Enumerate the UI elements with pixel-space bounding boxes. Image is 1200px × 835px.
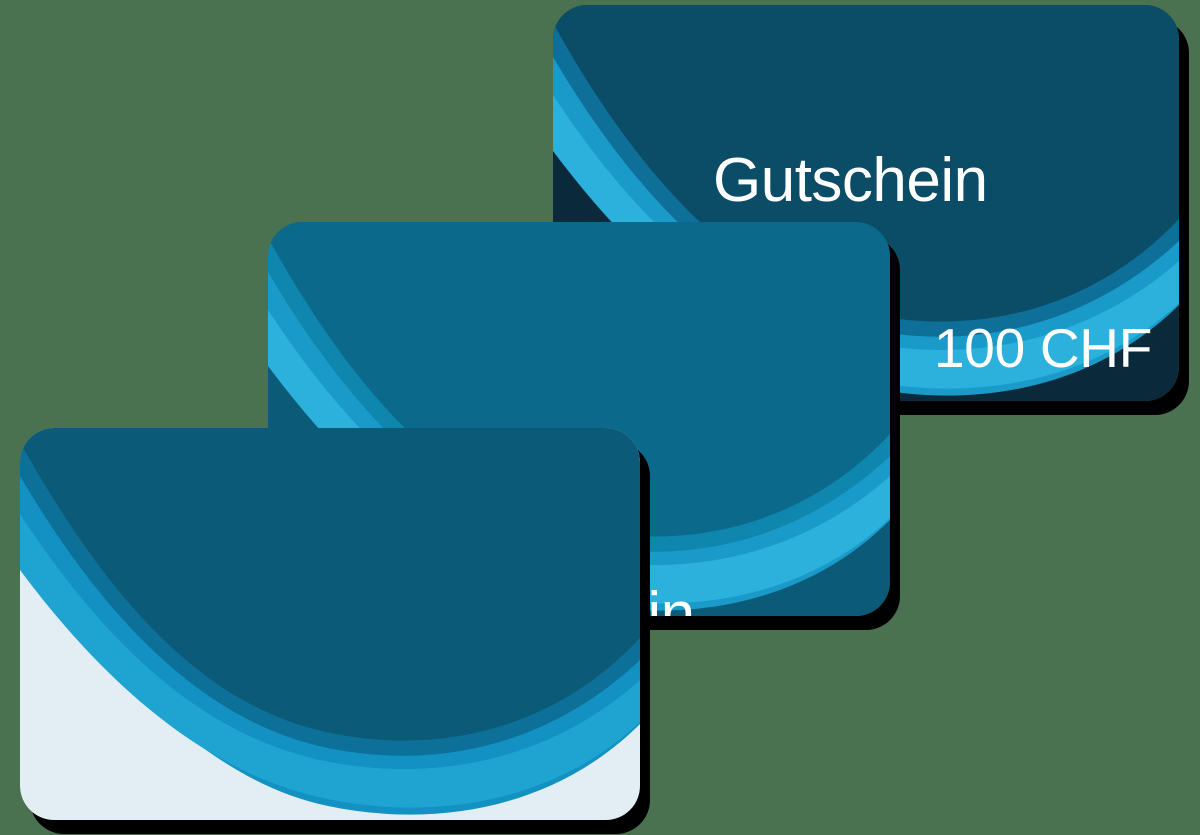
card-artwork-10 [20,428,640,820]
card-title-100: Gutschein [713,146,988,215]
wave-graphic-10 [20,428,640,820]
card-amount-100: 100 CHF [934,317,1152,379]
voucher-card-10[interactable]: Gutschein 10 CHF Das ist ein Beispielgut… [20,428,640,820]
